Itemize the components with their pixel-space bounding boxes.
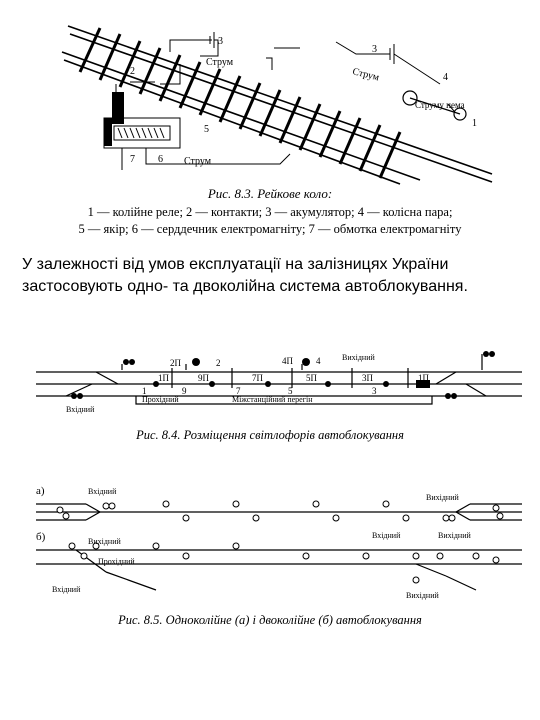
track-circuit-diagram: 3 Струм 3 Струм 4 Струму нема 1 2 5 7 6 … — [61, 25, 493, 185]
fig84-label-7p: 7П — [252, 373, 264, 383]
fig85-label-b-exit-right: Вихідний — [438, 531, 471, 540]
fig83-label-strum3: Струм — [184, 156, 212, 167]
fig84-label-b9: 9 — [182, 386, 187, 396]
fig84-label-1p-right: 1П — [418, 373, 430, 383]
fig84-label-b1: 1 — [142, 386, 147, 396]
fig83-label-strum2: Струм — [351, 66, 381, 83]
fig83-label-2: 2 — [130, 66, 135, 77]
fig84-label-b7: 7 — [236, 386, 241, 396]
fig85-label-a-exit: Вихідний — [426, 493, 459, 502]
fig85-label-b-exit-bottom: Вихідний — [406, 591, 439, 600]
fig84-label-interstation: Міжстанційний перегін — [232, 395, 313, 404]
fig84-label-4: 4 — [316, 356, 321, 366]
fig83-legend-line2: 5 — якір; 6 — серддечник електромагніту;… — [78, 222, 462, 236]
fig83-label-3a: 3 — [218, 36, 223, 47]
fig85-label-a-entry: Вхідний — [88, 487, 117, 496]
fig84-label-1p: 1П — [158, 373, 170, 383]
fig84-label-9p: 9П — [198, 373, 210, 383]
fig84-label-5p: 5П — [306, 373, 318, 383]
fig83-caption: Рис. 8.3. Рейкове коло: — [207, 186, 333, 201]
fig84-label-passing: Прохідний — [142, 395, 179, 404]
fig85-label-a: а) — [36, 485, 45, 497]
fig83-label-strum-nema: Струму нема — [415, 100, 465, 110]
fig83-label-strum1: Струм — [206, 57, 234, 68]
fig83-label-5: 5 — [204, 124, 209, 135]
fig85-label-b-entry-left: Вхідний — [52, 585, 81, 594]
fig84-label-entry: Вхідний — [66, 405, 95, 414]
fig85-label-b-entry-right: Вхідний — [372, 531, 401, 540]
fig84-caption: Рис. 8.4. Розміщення світлофорів автобло… — [136, 428, 404, 442]
fig84-label-3p: 3П — [362, 373, 374, 383]
fig84-label-2p: 2П — [170, 358, 182, 368]
fig83-label-6: 6 — [158, 154, 163, 165]
fig85-label-b-passing: Прохідний — [98, 557, 135, 566]
body-paragraph: У залежності від умов експлуатації на за… — [22, 256, 468, 295]
single-double-track-diagram: а) Вхідний Вихідний б) Вихідний Прохідни… — [36, 485, 522, 600]
fig83-label-1: 1 — [472, 118, 477, 129]
fig84-label-exit: Вихідний — [342, 353, 375, 362]
fig83-label-3b: 3 — [372, 44, 377, 55]
fig85-caption: Рис. 8.5. Одноколійне (а) і двоколійне (… — [118, 613, 422, 627]
fig84-label-b3: 3 — [372, 386, 377, 396]
fig85-label-b: б) — [36, 531, 46, 543]
fig83-label-4: 4 — [443, 72, 448, 83]
fig83-legend-line1: 1 — колійне реле; 2 — контакти; 3 — акум… — [87, 205, 453, 219]
signal-placement-diagram: 2П 2 4П 4 Вихідний 1П 9П 7П 5П 3П 1П 1 9… — [36, 351, 522, 414]
fig83-label-7: 7 — [130, 154, 135, 165]
fig84-label-4p: 4П — [282, 356, 294, 366]
fig84-label-2: 2 — [216, 358, 221, 368]
fig85-label-b-exit-left: Вихідний — [88, 537, 121, 546]
fig84-label-b5: 5 — [288, 386, 293, 396]
